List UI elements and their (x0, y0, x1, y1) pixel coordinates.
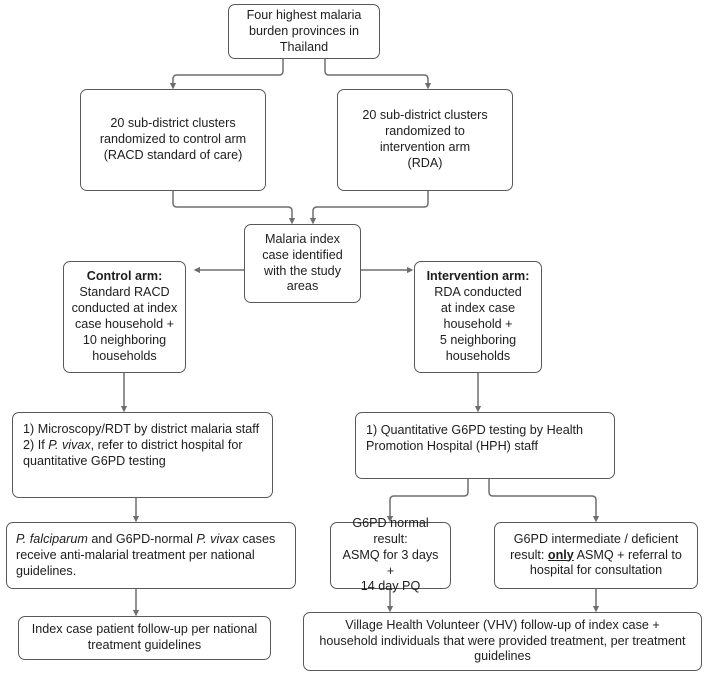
control-followup-line-2: treatment guidelines (87, 638, 202, 652)
node-g6pd-normal-result[interactable]: G6PD normal result: ASMQ for 3 days + 14… (330, 516, 451, 593)
node-intervention-cluster-text: 20 sub-district clusters randomized to i… (345, 108, 505, 172)
root-line-3: Thailand (279, 39, 329, 54)
control-treatment-mid: and G6PD-normal (87, 532, 197, 546)
control-testing-species-vivax: P. vivax (48, 437, 91, 452)
g6pd-normal-line-3: 14 day PQ (360, 579, 421, 594)
intervention-testing-line-1: 1) Quantitative G6PD testing by Health (366, 423, 584, 437)
control-cluster-line-2: randomized to control arm (99, 132, 247, 146)
intervention-arm-line-4: 5 neighboring (439, 332, 517, 347)
control-treatment-line-2: receive anti-malarial treatment per nati… (16, 547, 255, 562)
node-intervention-testing-text: 1) Quantitative G6PD testing by Health P… (366, 423, 607, 455)
g6pd-deficient-line-2: result: only ASMQ + referral to (502, 548, 690, 564)
root-line-2: burden provinces in (249, 23, 359, 38)
node-g6pd-deficient-result[interactable]: G6PD intermediate / deficient result: on… (494, 522, 698, 589)
control-treatment-species-falciparum: P. falciparum (16, 532, 88, 546)
g6pd-deficient-line-3: hospital for consultation (529, 563, 663, 578)
g6pd-normal-line-2: ASMQ for 3 days + (342, 547, 439, 578)
g6pd-deficient-line-2-prefix: result: (510, 547, 548, 562)
control-testing-line-1: 1) Microscopy/RDT by district malaria st… (23, 422, 260, 436)
control-testing-line-2: 2) If P. vivax, refer to district hospit… (23, 438, 265, 454)
node-control-cluster[interactable]: 20 sub-district clusters randomized to c… (80, 89, 266, 191)
intervention-arm-line-1: RDA conducted (434, 285, 522, 300)
node-intervention-cluster[interactable]: 20 sub-district clusters randomized to i… (337, 89, 513, 191)
index-case-line-2: case identified (262, 247, 343, 262)
g6pd-deficient-line-1: G6PD intermediate / deficient (513, 531, 679, 546)
control-testing-line-2-prefix: 2) If (23, 437, 49, 452)
intervention-arm-line-2: at index case (440, 301, 516, 316)
control-cluster-line-3: (RACD standard of care) (103, 147, 243, 162)
index-case-line-4: areas (286, 279, 319, 294)
control-arm-line-1: Standard RACD (79, 285, 170, 300)
node-index-case-text: Malaria index case identified with the s… (252, 232, 353, 296)
node-vhv-followup[interactable]: Village Health Volunteer (VHV) follow-up… (303, 612, 702, 671)
control-treatment-species-vivax: P. vivax (196, 532, 239, 546)
edge-root-to-control-cluster (169, 59, 284, 90)
node-g6pd-deficient-text: G6PD intermediate / deficient result: on… (502, 532, 690, 580)
node-control-cluster-text: 20 sub-district clusters randomized to c… (88, 116, 258, 164)
control-arm-line-3: case household + (74, 317, 175, 331)
node-control-arm-text: Control arm: Standard RACD conducted at … (71, 269, 178, 365)
node-intervention-arm-text: Intervention arm: RDA conducted at index… (422, 269, 534, 365)
intervention-arm-line-3: household + (443, 317, 513, 331)
node-control-followup[interactable]: Index case patient follow-up per nationa… (18, 616, 271, 660)
node-control-treatment[interactable]: P. falciparum and G6PD-normal P. vivax c… (6, 522, 296, 589)
intervention-cluster-line-2: randomized to (385, 124, 465, 139)
edge-root-to-intervention-cluster (324, 59, 432, 90)
vhv-followup-line-2: household individuals that were provided… (319, 633, 686, 648)
intervention-cluster-line-1: 20 sub-district clusters (362, 108, 488, 123)
intervention-cluster-line-4: (RDA) (407, 155, 443, 170)
node-control-testing-text: 1) Microscopy/RDT by district malaria st… (23, 422, 265, 470)
node-root[interactable]: Four highest malaria burden provinces in… (228, 4, 380, 59)
control-treatment-line-3: guidelines. (16, 563, 77, 578)
vhv-followup-line-1: Village Health Volunteer (VHV) follow-up… (345, 617, 660, 632)
node-intervention-testing[interactable]: 1) Quantitative G6PD testing by Health P… (355, 412, 615, 479)
control-arm-heading: Control arm: (86, 269, 163, 284)
node-control-testing[interactable]: 1) Microscopy/RDT by district malaria st… (12, 412, 273, 498)
control-arm-line-2: conducted at index (71, 301, 178, 316)
control-cluster-line-1: 20 sub-district clusters (110, 116, 236, 131)
g6pd-normal-line-1: G6PD normal result: (352, 515, 429, 546)
control-arm-line-4: 10 neighboring (82, 332, 167, 347)
index-case-line-1: Malaria index (265, 231, 340, 246)
edge-testing-to-g6pd-deficient (488, 479, 600, 523)
node-index-case[interactable]: Malaria index case identified with the s… (244, 224, 361, 303)
node-intervention-arm[interactable]: Intervention arm: RDA conducted at index… (414, 261, 542, 373)
control-testing-line-3: quantitative G6PD testing (23, 453, 166, 468)
control-arm-line-5: households (92, 348, 157, 363)
node-vhv-followup-text: Village Health Volunteer (VHV) follow-up… (311, 618, 694, 666)
control-followup-line-1: Index case patient follow-up per nationa… (31, 622, 258, 637)
node-g6pd-normal-text: G6PD normal result: ASMQ for 3 days + 14… (338, 516, 443, 596)
control-testing-line-2-suffix: , refer to district hospital for (90, 437, 243, 452)
g6pd-deficient-line-2-suffix: ASMQ + referral to (573, 547, 682, 562)
node-control-arm[interactable]: Control arm: Standard RACD conducted at … (63, 261, 186, 373)
node-root-text: Four highest malaria burden provinces in… (236, 8, 372, 56)
intervention-arm-heading: Intervention arm: (426, 269, 530, 284)
vhv-followup-line-3: guidelines (474, 649, 531, 664)
control-treatment-tail: cases (238, 532, 276, 546)
intervention-cluster-line-3: intervention arm (379, 140, 471, 154)
intervention-arm-line-5: households (445, 348, 511, 363)
index-case-line-3: with the study (263, 263, 341, 278)
intervention-testing-line-2: Promotion Hospital (HPH) staff (366, 438, 538, 453)
control-treatment-line-1: P. falciparum and G6PD-normal P. vivax c… (16, 532, 288, 548)
node-control-followup-text: Index case patient follow-up per nationa… (26, 622, 263, 654)
node-control-treatment-text: P. falciparum and G6PD-normal P. vivax c… (16, 532, 288, 580)
edge-intervention-cluster-to-index (309, 191, 429, 225)
g6pd-deficient-emphasis-only: only (547, 547, 574, 562)
edge-testing-to-g6pd-normal (386, 479, 469, 523)
edge-control-cluster-to-index (172, 191, 296, 225)
root-line-1: Four highest malaria (246, 7, 362, 22)
